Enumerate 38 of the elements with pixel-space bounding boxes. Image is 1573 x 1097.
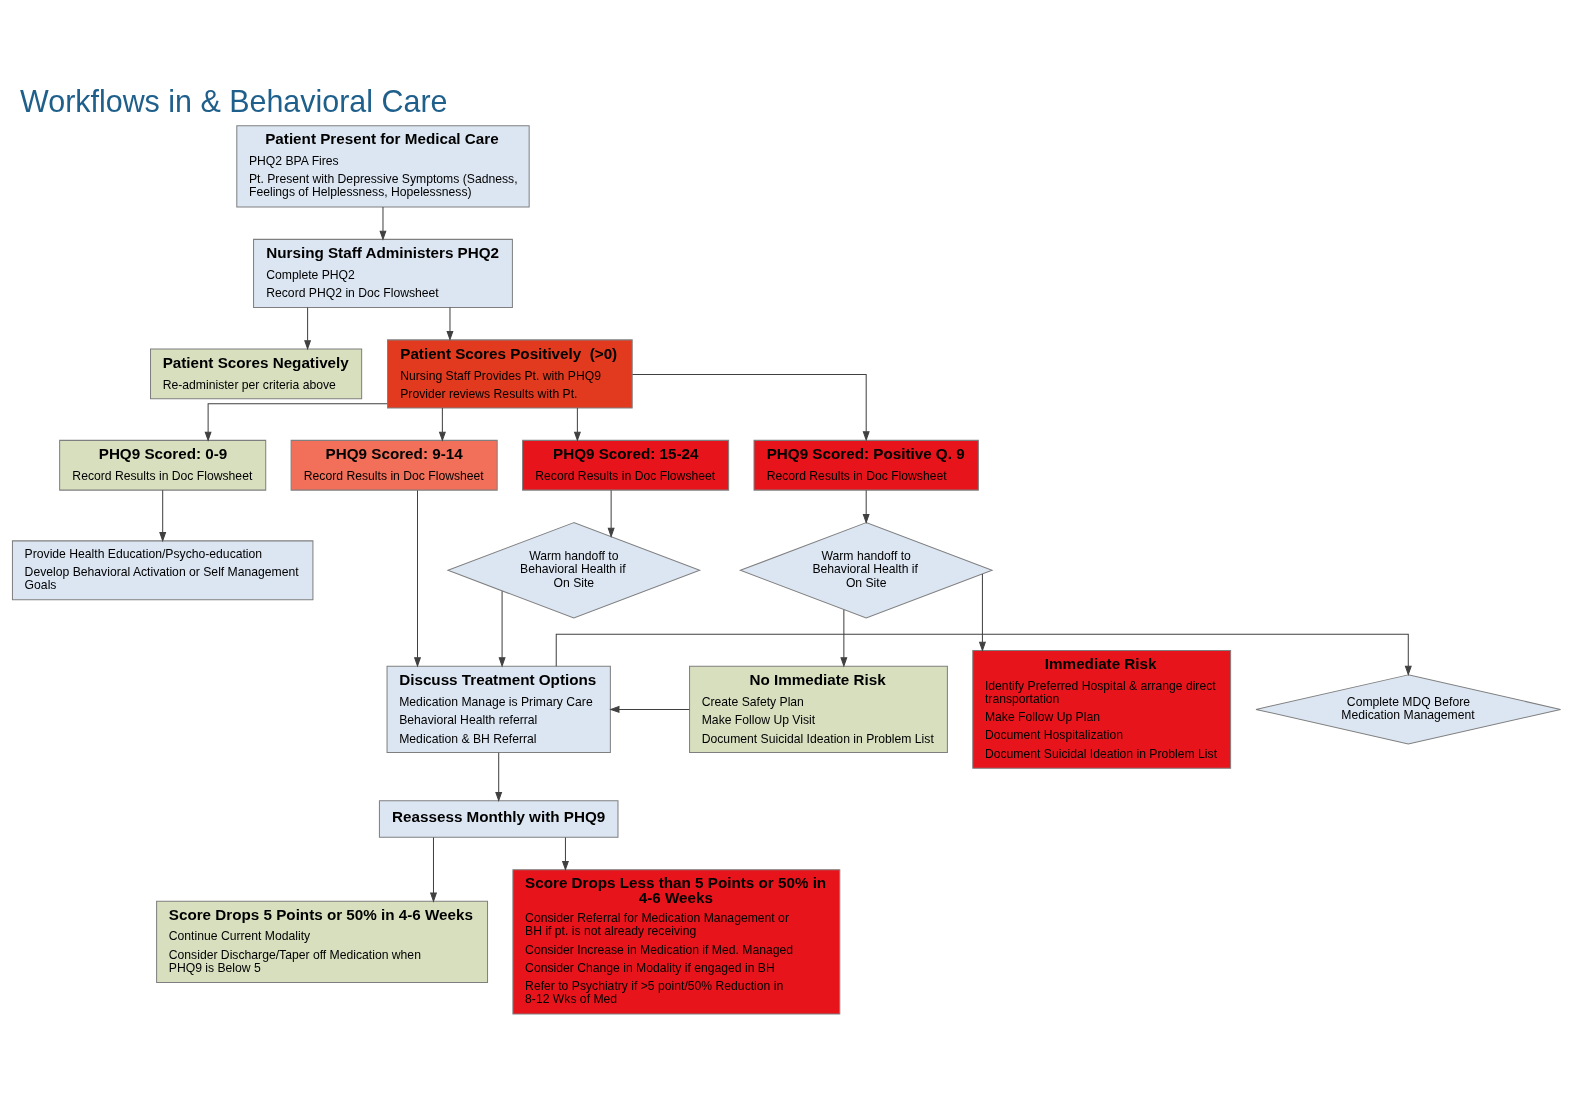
node-box: No Immediate Risk Create Safety Plan Make Follow Up Visit Document Suicidal Ideation in Problem List (689, 665, 948, 753)
node-box: Reassess Monthly with PHQ9 (378, 799, 619, 838)
arrow (573, 406, 581, 442)
arrow (446, 306, 454, 341)
arrow (632, 373, 870, 441)
node-box: Immediate Risk Identify Preferred Hospital & arrange direct transportation Make Follow Up Plan Document Hospitalization Document Suicidal Ideation in Problem List (972, 649, 1232, 769)
arrow (607, 489, 615, 538)
node-box: Discuss Treatment Options Medication Manage is Primary Care Behavioral Health referral Medication & BH Referral (386, 665, 611, 753)
node-box: Patient Scores Negatively Re-administer per criteria above (150, 348, 363, 399)
arrow (978, 573, 986, 652)
arrow (204, 402, 388, 442)
arrow (840, 608, 848, 667)
node-box: PHQ9 Scored: Positive Q. 9 Record Results in Doc Flowsheet (753, 439, 979, 491)
node-box: Patient Present for Medical Care PHQ2 BPA Fires Pt. Present with Depressive Symptoms (Sadness, Feelings of Helplessness, Hopelessness) (236, 124, 530, 207)
node-box: Score Drops Less than 5 Points or 50% in 4-6 Weeks Consider Referral for Medication Management or BH if pt. is not already receiving Consider Increase in Medication if Med. Managed Consider Change in Modality if engaged in BH Refer to Psychiatry if >5 point/50% Reduction in 8-12 Wks of Med (512, 868, 841, 1014)
node-diamond: Complete MDQ Before Medication Management (1255, 673, 1562, 744)
arrow (495, 751, 503, 802)
arrow (555, 633, 1412, 676)
node-box: PHQ9 Scored: 15-24 Record Results in Doc Flowsheet (522, 439, 730, 491)
node-box: PHQ9 Scored: 9-14 Record Results in Doc Flowsheet (290, 439, 498, 491)
node-box: Score Drops 5 Points or 50% in 4-6 Weeks Continue Current Modality Consider Discharge/Taper off Medication when PHQ9 is Below 5 (156, 900, 489, 983)
node-diamond: Warm handoff to Behavioral Health if On Site (446, 521, 702, 619)
diagram-title: Workflows in & Behavioral Care (20, 83, 448, 118)
node-box: PHQ9 Scored: 0-9 Record Results in Doc Flowsheet (59, 439, 267, 491)
arrow (159, 489, 167, 542)
arrow (429, 836, 438, 903)
arrow (413, 489, 422, 667)
arrow (304, 306, 312, 350)
arrow (379, 206, 387, 241)
node-box: Nursing Staff Administers PHQ2 Complete PHQ2 Record PHQ2 in Doc Flowsheet (253, 238, 513, 308)
arrow (862, 489, 870, 524)
node-diamond: Warm handoff to Behavioral Health if On Site (738, 521, 994, 619)
arrow (561, 836, 569, 871)
arrow (609, 705, 690, 713)
arrow (438, 406, 446, 442)
node-box: Patient Scores Positively (>0) Nursing Staff Provides Pt. with PHQ9 Provider reviews Results with Pt. (387, 338, 633, 408)
arrow (498, 590, 506, 667)
node-box: Provide Health Education/Psycho-education Develop Behavioral Activation or Self Management Goals (11, 539, 314, 600)
